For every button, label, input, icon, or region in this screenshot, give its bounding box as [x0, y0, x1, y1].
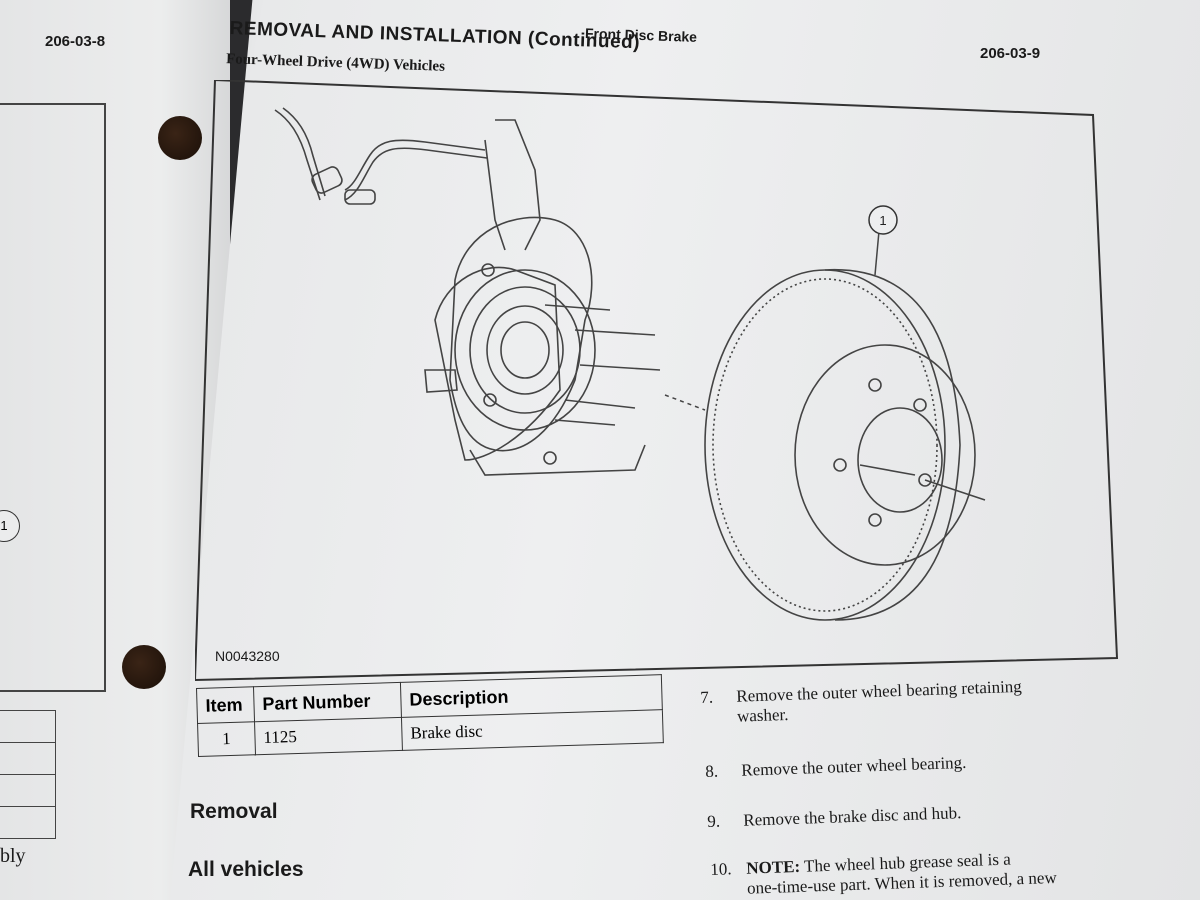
step-number: 10.	[710, 859, 732, 879]
knuckle-hub-drawing	[274, 107, 661, 476]
left-table-fragment	[0, 710, 56, 839]
parts-table: Item Part Number Description 1 1125 Brak…	[196, 674, 664, 757]
step-number: 7.	[700, 687, 714, 707]
brake-disc-drawing	[704, 269, 986, 621]
heading-removal: Removal	[190, 800, 278, 823]
col-part-number: Part Number	[253, 682, 402, 722]
heading-all-vehicles: All vehicles	[188, 858, 304, 881]
brake-assembly-illustration: 1	[193, 78, 1119, 682]
binder-hole-top	[158, 116, 202, 160]
note-label: NOTE:	[745, 856, 801, 878]
figure-frame	[193, 78, 1119, 682]
cell-item: 1	[197, 721, 256, 757]
cell-part-number: 1125	[254, 717, 403, 755]
binder-hole-bottom	[122, 645, 166, 689]
left-text-fragment: bly	[0, 845, 26, 867]
figure-id: N0043280	[215, 648, 280, 664]
assembly-axis-line	[664, 394, 706, 411]
callout-number: 1	[879, 213, 886, 228]
figure: 1	[193, 78, 1125, 690]
cell-description: Brake disc	[401, 709, 664, 751]
right-page	[170, 0, 1200, 900]
step-number: 8.	[705, 761, 719, 781]
callout-circle	[868, 205, 898, 235]
page-number-right: 206-03-9	[980, 45, 1041, 62]
step-number: 9.	[707, 811, 721, 831]
left-figure-frame	[0, 103, 106, 692]
col-item: Item	[196, 686, 255, 724]
page-number-left: 206-03-8	[45, 33, 106, 50]
